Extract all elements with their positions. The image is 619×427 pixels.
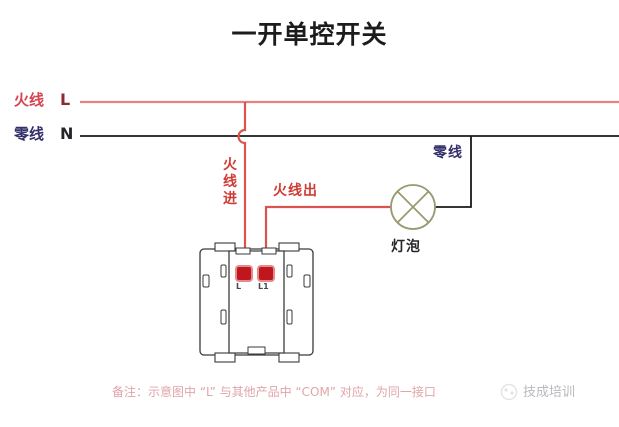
live-out-label: 火线出 <box>273 183 318 199</box>
footnote: 备注：示意图中 “L” 与其他产品中 “COM” 对应，为同一接口 <box>112 385 436 399</box>
neutral-line-label-cn: 零线 <box>14 125 45 143</box>
live-line-label-cn: 火线 <box>14 91 45 109</box>
page-title: 一开单控开关 <box>231 20 388 49</box>
terminal-l1-label: L1 <box>258 282 269 291</box>
live-in-label: 火线进 <box>223 157 237 207</box>
live-line-label-symbol: L <box>60 90 71 109</box>
neutral-lamp-wire <box>435 136 472 208</box>
switch-body <box>199 242 314 363</box>
lamp-icon <box>390 184 436 230</box>
neutral-right-label: 零线 <box>433 145 463 161</box>
terminal-l-label: L <box>236 282 242 291</box>
switch-terminal-l <box>235 265 253 282</box>
switch-terminal-l1 <box>257 265 275 282</box>
lamp-label: 灯泡 <box>391 239 421 255</box>
circle-logo-icon <box>500 383 518 401</box>
watermark-text: 技成培训 <box>523 385 576 400</box>
live-in-wire <box>237 102 247 268</box>
neutral-line-label-symbol: N <box>60 124 74 143</box>
